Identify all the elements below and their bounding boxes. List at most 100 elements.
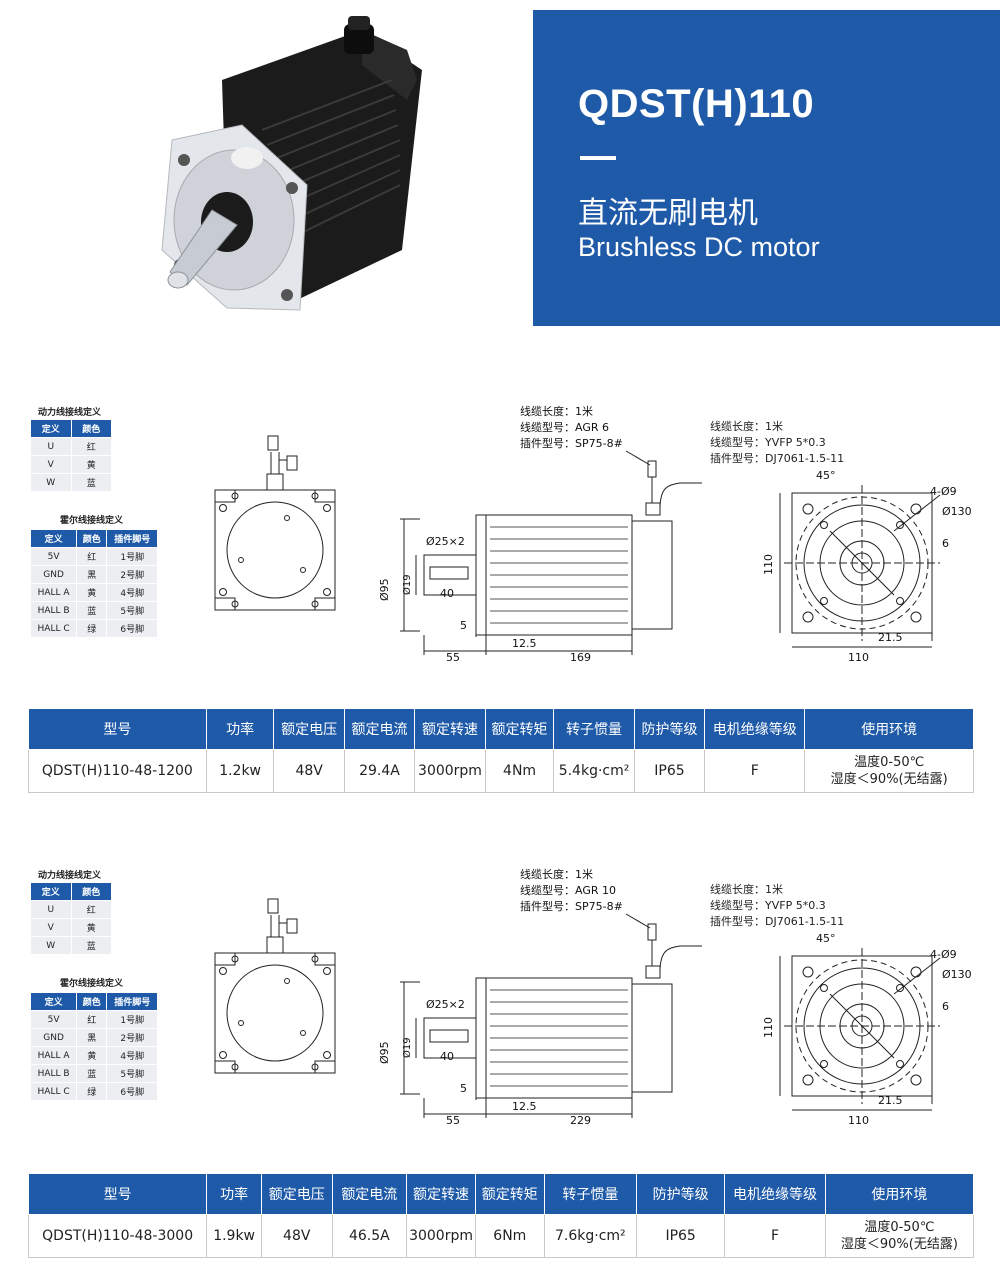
hall-cell: 2号脚: [106, 1028, 158, 1047]
spec-header: 额定电流: [331, 1173, 408, 1215]
dim-key-len: 40: [440, 1050, 454, 1063]
hall-cell: 2号脚: [106, 565, 158, 584]
power-cell: W: [30, 473, 72, 492]
dim-square-h: 110: [848, 1114, 869, 1127]
dim-square-v: 110: [762, 554, 775, 575]
spec-header: 额定电压: [273, 708, 345, 750]
spec-header: 额定转矩: [484, 708, 555, 750]
dim-shaft-len: 55: [446, 651, 460, 664]
dim-square-v: 110: [762, 1017, 775, 1038]
power-header-color: 颜色: [70, 419, 112, 438]
dim-key-len: 40: [440, 587, 454, 600]
table-row: QDST(H)110-48-1200 1.2kw 48V 29.4A 3000r…: [28, 749, 974, 793]
spec-header: 防护等级: [636, 1173, 726, 1215]
power-cell: U: [30, 900, 72, 919]
power-cell: 黄: [70, 918, 112, 937]
hall-cell: 红: [76, 547, 108, 566]
hall-cell: HALL B: [29, 601, 78, 620]
title-banner: QDST(H)110 直流无刷电机 Brushless DC motor: [533, 10, 1000, 326]
spec-header: 防护等级: [633, 708, 706, 750]
front-view-drawing: 45° 4-Ø9 Ø130 6 110 110 21.5: [762, 469, 972, 664]
spec-model: QDST(H)110-48-1200: [28, 749, 207, 793]
cable2-labels: 线缆长度：1米 线缆型号：YVFP 5*0.3 插件型号：DJ7061-1.5-…: [710, 419, 844, 467]
motor-photo: [62, 10, 532, 326]
cable2-length: 线缆长度：1米: [710, 420, 783, 433]
dim-shoulder: 5: [460, 1082, 467, 1095]
dim-body-len: 229: [570, 1114, 591, 1127]
side-view-drawing: 线缆长度：1米 线缆型号：AGR 10 插件型号：SP75-8#: [378, 867, 702, 1127]
title-en: Brushless DC motor: [578, 232, 820, 262]
dim-key-h: 21.5: [878, 1094, 903, 1107]
spec-header: 额定电压: [260, 1173, 333, 1215]
power-cell: V: [30, 455, 72, 474]
dim-angle: 45°: [816, 932, 836, 945]
hall-cell: 黑: [76, 565, 108, 584]
spec-insulation: F: [704, 749, 806, 793]
hall-cell: 黄: [76, 583, 108, 602]
hall-cell: 4号脚: [106, 583, 158, 602]
spec-model: QDST(H)110-48-3000: [27, 1214, 208, 1258]
spec-header: 额定转速: [406, 1173, 476, 1215]
power-cell: W: [30, 936, 72, 955]
dim-key-h: 21.5: [878, 631, 903, 644]
dim-holes: 4-Ø9: [930, 485, 957, 498]
cable2-plug: 插件型号：DJ7061-1.5-11: [710, 915, 845, 928]
hall-table-title: 霍尔线接线定义: [60, 516, 124, 526]
hall-cell: HALL A: [29, 583, 78, 602]
spec-voltage: 48V: [273, 749, 345, 793]
hall-cell: HALL C: [29, 619, 78, 638]
power-cell: U: [30, 437, 72, 456]
hall-cell: HALL B: [29, 1064, 78, 1083]
spec-insulation: F: [724, 1214, 826, 1258]
spec-ip: IP65: [633, 749, 706, 793]
spec-speed: 3000rpm: [414, 749, 486, 793]
hall-header: 颜色: [76, 992, 108, 1011]
spec-header: 额定电流: [343, 708, 416, 750]
hall-header: 定义: [29, 529, 78, 548]
model-title: QDST(H)110: [578, 82, 815, 126]
spec-header: 使用环境: [804, 708, 974, 750]
dim-keyway: Ø25×2: [426, 535, 465, 548]
cable2-labels: 线缆长度：1米 线缆型号：YVFP 5*0.3 插件型号：DJ7061-1.5-…: [710, 882, 844, 930]
hall-cell: GND: [29, 565, 78, 584]
spec-header: 额定转矩: [474, 1173, 545, 1215]
hall-cell: 6号脚: [106, 1082, 158, 1101]
power-cell: 蓝: [70, 473, 112, 492]
dim-key-w: 6: [942, 537, 949, 550]
hall-header: 插件脚号: [106, 992, 158, 1011]
spec-torque: 4Nm: [484, 749, 555, 793]
hall-cell: GND: [29, 1028, 78, 1047]
hall-cell: 蓝: [76, 1064, 108, 1083]
power-cell: V: [30, 918, 72, 937]
dim-flange: Ø95: [378, 1041, 391, 1064]
spec-env-humidity: 湿度＜90%(无结露): [830, 772, 948, 787]
hall-header: 颜色: [76, 529, 108, 548]
hall-cell: 4号脚: [106, 1046, 158, 1065]
spec-table: 型号 功率 额定电压 额定电流 额定转速 额定转矩 转子惯量 防护等级 电机绝缘…: [28, 708, 974, 793]
title-divider: [580, 156, 616, 160]
hall-cell: 1号脚: [106, 1010, 158, 1029]
hall-cell: 蓝: [76, 601, 108, 620]
cable2-type: 线缆型号：YVFP 5*0.3: [710, 436, 826, 449]
spec-inertia: 7.6kg·cm²: [543, 1214, 638, 1258]
rear-view-drawing: [214, 435, 336, 611]
dim-body-len: 169: [570, 651, 591, 664]
spec-env-humidity: 湿度＜90%(无结露): [840, 1237, 958, 1252]
title-cn: 直流无刷电机: [578, 196, 758, 231]
cable2-plug: 插件型号：DJ7061-1.5-11: [710, 452, 845, 465]
dim-pcd: Ø130: [942, 968, 972, 981]
spec-env-temp: 温度0-50℃: [864, 1220, 935, 1235]
power-cell: 红: [70, 900, 112, 919]
